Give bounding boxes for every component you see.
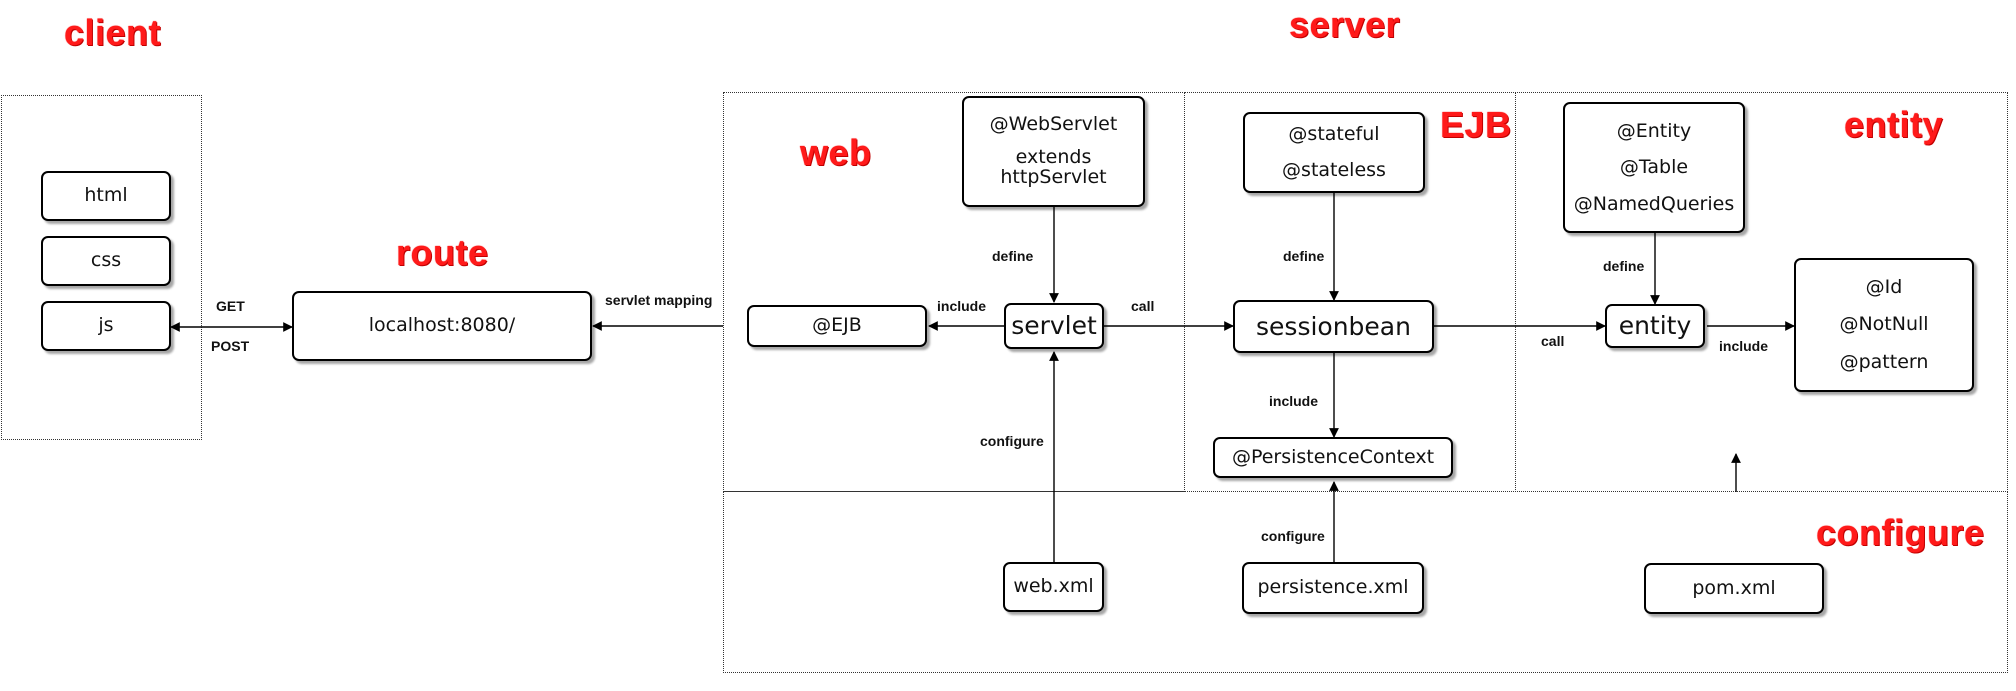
session-annotation-stateful: @stateful: [1288, 123, 1380, 146]
edge-label-post: POST: [211, 338, 250, 354]
validation-annotation-id: @Id: [1865, 276, 1903, 299]
edge-label-configure-persistence: configure: [1261, 528, 1325, 544]
persistence-xml-node[interactable]: persistence.xml: [1242, 562, 1424, 614]
html-node-label: html: [84, 184, 128, 207]
persistence-context-node[interactable]: @PersistenceContext: [1213, 437, 1453, 478]
webservlet-line-1: @WebServlet: [989, 113, 1118, 136]
configure-region: [723, 491, 2008, 673]
js-node[interactable]: js: [41, 301, 171, 351]
edge-label-define-sessionbean: define: [1283, 248, 1325, 264]
route-title: route: [396, 232, 489, 273]
configure-title: configure: [1816, 512, 1985, 553]
persistence-context-label: @PersistenceContext: [1231, 445, 1435, 468]
sessionbean-node[interactable]: sessionbean: [1233, 300, 1434, 353]
servlet-node[interactable]: servlet: [1004, 303, 1104, 349]
validation-annotations-node[interactable]: @Id @NotNull @pattern: [1794, 258, 1974, 392]
webservlet-line-3: httpServlet: [1000, 165, 1107, 188]
web-xml-node[interactable]: web.xml: [1003, 562, 1104, 612]
webservlet-line-2: extends: [1015, 146, 1092, 169]
web-xml-label: web.xml: [1013, 575, 1094, 598]
entity-title: entity: [1844, 104, 1944, 145]
edge-label-include-validation: include: [1719, 338, 1769, 354]
css-node[interactable]: css: [41, 236, 171, 286]
entity-annotations-node[interactable]: @Entity @Table @NamedQueries: [1563, 102, 1745, 233]
web-title: web: [800, 132, 872, 173]
css-node-label: css: [90, 249, 122, 272]
session-annotations-node[interactable]: @stateful @stateless: [1243, 112, 1425, 193]
persistence-xml-label: persistence.xml: [1257, 576, 1409, 599]
edge-label-configure-servlet: configure: [980, 433, 1044, 449]
client-region: [1, 95, 202, 440]
pom-xml-label: pom.xml: [1692, 576, 1776, 599]
entity-annotation-entity: @Entity: [1616, 120, 1692, 143]
ejb-annotation-node[interactable]: @EJB: [747, 305, 927, 347]
edge-label-include-persistence: include: [1269, 393, 1319, 409]
servlet-node-label: servlet: [1011, 311, 1097, 341]
entity-annotation-namedqueries: @NamedQueries: [1573, 192, 1735, 215]
html-node[interactable]: html: [41, 171, 171, 221]
edge-label-call-entity: call: [1541, 333, 1565, 349]
pom-xml-node[interactable]: pom.xml: [1644, 563, 1824, 614]
validation-annotation-notnull: @NotNull: [1839, 313, 1929, 336]
ejb-title: EJB: [1440, 104, 1512, 145]
edge-label-define-entity: define: [1603, 258, 1645, 274]
server-title: server: [1289, 4, 1401, 45]
client-title: client: [64, 12, 162, 53]
edge-label-define-servlet: define: [992, 248, 1034, 264]
validation-annotation-pattern: @pattern: [1839, 350, 1929, 373]
edge-label-call-sessionbean: call: [1131, 298, 1155, 314]
localhost-node-label: localhost:8080/: [368, 314, 516, 337]
sessionbean-node-label: sessionbean: [1256, 311, 1411, 341]
entity-node[interactable]: entity: [1605, 304, 1705, 348]
entity-annotation-table: @Table: [1619, 156, 1689, 179]
entity-node-label: entity: [1618, 311, 1692, 341]
session-annotation-stateless: @stateless: [1282, 158, 1386, 181]
webservlet-node[interactable]: @WebServlet extends httpServlet: [962, 96, 1145, 207]
localhost-node[interactable]: localhost:8080/: [292, 291, 592, 361]
edge-label-get: GET: [216, 298, 245, 314]
edge-label-include-ejb: include: [937, 298, 987, 314]
ejb-annotation-label: @EJB: [812, 314, 862, 337]
edge-label-servlet-mapping: servlet mapping: [605, 292, 713, 308]
js-node-label: js: [98, 314, 114, 337]
